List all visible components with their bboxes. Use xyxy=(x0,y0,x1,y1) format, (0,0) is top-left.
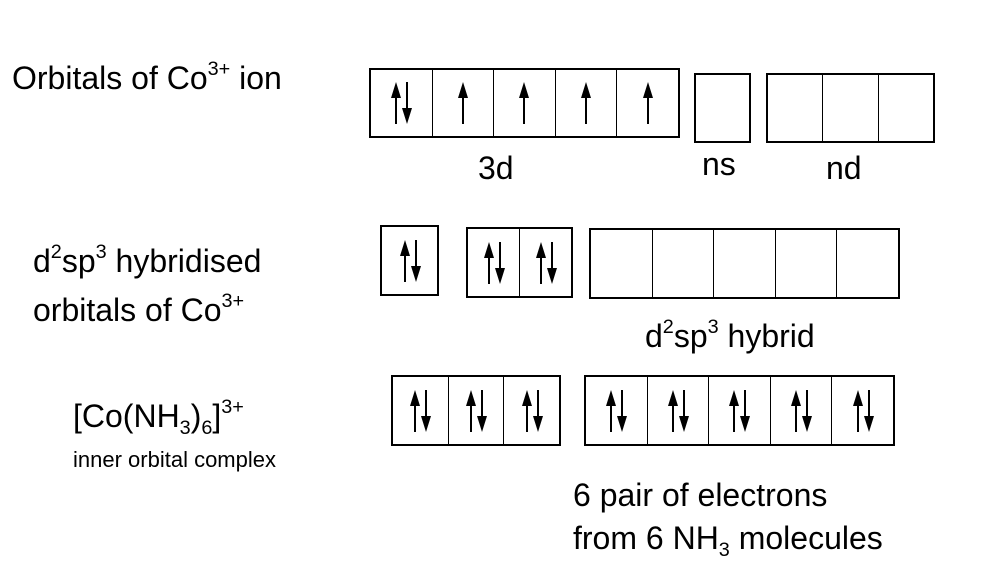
complex-sublabel: inner orbital complex xyxy=(73,447,276,472)
spin-up-arrow-head xyxy=(535,241,546,258)
orbital-group-d-double xyxy=(466,227,573,298)
orbital-cell-pair xyxy=(382,227,437,294)
orbital-cell-empty xyxy=(696,75,749,141)
orbital-cell-empty xyxy=(591,230,652,297)
electron-pair-icon xyxy=(410,389,432,432)
spin-up-arrow-head xyxy=(667,389,678,406)
spin-down-arrow-head xyxy=(678,415,689,432)
electron-pair-icon xyxy=(466,389,487,432)
electron-pair-icon xyxy=(521,389,543,432)
orbital-group-d-filled xyxy=(391,375,561,446)
spin-up-arrow-head xyxy=(521,389,532,406)
electron-pair-icon xyxy=(399,239,421,282)
spin-down-arrow-head xyxy=(802,415,813,432)
orbital-cell-pair xyxy=(586,377,647,444)
orbital-cell-up xyxy=(616,70,678,136)
spin-up-arrow-head xyxy=(466,389,476,406)
electron-pair-icon xyxy=(391,82,413,124)
complex-formula: [Co(NH3)6]3+ xyxy=(73,396,244,439)
row2-label-line1: d2sp3 hybridised xyxy=(33,241,262,279)
orbital-cell-pair xyxy=(769,377,832,444)
orbital-cell-empty xyxy=(836,230,898,297)
spin-down-arrow-head xyxy=(740,415,751,432)
spin-up-arrow-head xyxy=(791,389,802,406)
electron-pair-icon xyxy=(483,241,505,284)
orbital-cell-pair xyxy=(831,377,893,444)
caption-nd: nd xyxy=(826,150,862,186)
spin-down-arrow-head xyxy=(617,415,628,432)
electron-pair-icon xyxy=(791,389,813,432)
caption-ns: ns xyxy=(702,146,736,182)
orbital-cell-up xyxy=(493,70,555,136)
row2-label-line2: orbitals of Co3+ xyxy=(33,290,245,328)
orbital-cell-up xyxy=(554,70,617,136)
spin-up-arrow-head xyxy=(391,82,402,98)
spin-up-arrow-head xyxy=(852,389,863,406)
electron-pair-icon xyxy=(667,389,689,432)
spin-up-arrow-head xyxy=(729,389,740,406)
unpaired-electron-icon xyxy=(581,82,592,124)
spin-up-arrow-head xyxy=(519,82,530,98)
orbital-group-hybrid-filled xyxy=(584,375,895,446)
unpaired-electron-icon xyxy=(642,82,653,124)
orbital-cell-pair xyxy=(393,377,448,444)
electron-pair-icon xyxy=(852,389,874,432)
orbital-cell-pair xyxy=(371,70,432,136)
spin-down-arrow-head xyxy=(477,415,487,432)
unpaired-electron-icon xyxy=(519,82,530,124)
spin-up-arrow-head xyxy=(606,389,617,406)
orbital-cell-up xyxy=(431,70,494,136)
orbital-cell-empty xyxy=(768,75,822,141)
row1-label: Orbitals of Co3+ ion xyxy=(12,58,282,96)
orbital-cell-pair xyxy=(468,229,519,296)
orbital-group-d-single xyxy=(380,225,439,296)
orbital-cell-pair xyxy=(447,377,504,444)
orbital-cell-empty xyxy=(822,75,877,141)
orbital-cell-pair xyxy=(646,377,709,444)
spin-up-arrow-head xyxy=(642,82,653,98)
spin-down-arrow-head xyxy=(863,415,874,432)
spin-down-arrow-head xyxy=(421,415,432,432)
orbital-cell-empty xyxy=(774,230,837,297)
spin-up-arrow-head xyxy=(581,82,592,98)
note-line2: from 6 NH3 molecules xyxy=(573,520,883,561)
unpaired-electron-icon xyxy=(457,82,468,124)
orbital-group-hybrid xyxy=(589,228,900,299)
note-line1: 6 pair of electrons xyxy=(573,477,828,513)
spin-down-arrow-head xyxy=(546,267,557,284)
spin-down-arrow-head xyxy=(410,265,421,282)
electron-pair-icon xyxy=(535,241,557,284)
orbital-group-ns xyxy=(694,73,751,143)
spin-up-arrow-head xyxy=(457,82,468,98)
spin-up-arrow-head xyxy=(410,389,421,406)
orbital-cell-pair xyxy=(519,229,571,296)
orbital-cell-pair xyxy=(503,377,559,444)
orbital-cell-empty xyxy=(651,230,714,297)
orbital-group-3d xyxy=(369,68,680,138)
orbital-cell-empty xyxy=(877,75,933,141)
orbital-cell-pair xyxy=(708,377,770,444)
orbital-group-nd xyxy=(766,73,935,143)
caption-3d: 3d xyxy=(478,150,514,186)
spin-down-arrow-head xyxy=(402,108,413,124)
spin-down-arrow-head xyxy=(532,415,543,432)
spin-up-arrow-head xyxy=(483,241,494,258)
orbital-cell-empty xyxy=(713,230,775,297)
electron-pair-icon xyxy=(729,389,751,432)
spin-up-arrow-head xyxy=(399,239,410,256)
electron-pair-icon xyxy=(606,389,628,432)
caption-hybrid: d2sp3 hybrid xyxy=(645,316,815,354)
spin-down-arrow-head xyxy=(494,267,505,284)
